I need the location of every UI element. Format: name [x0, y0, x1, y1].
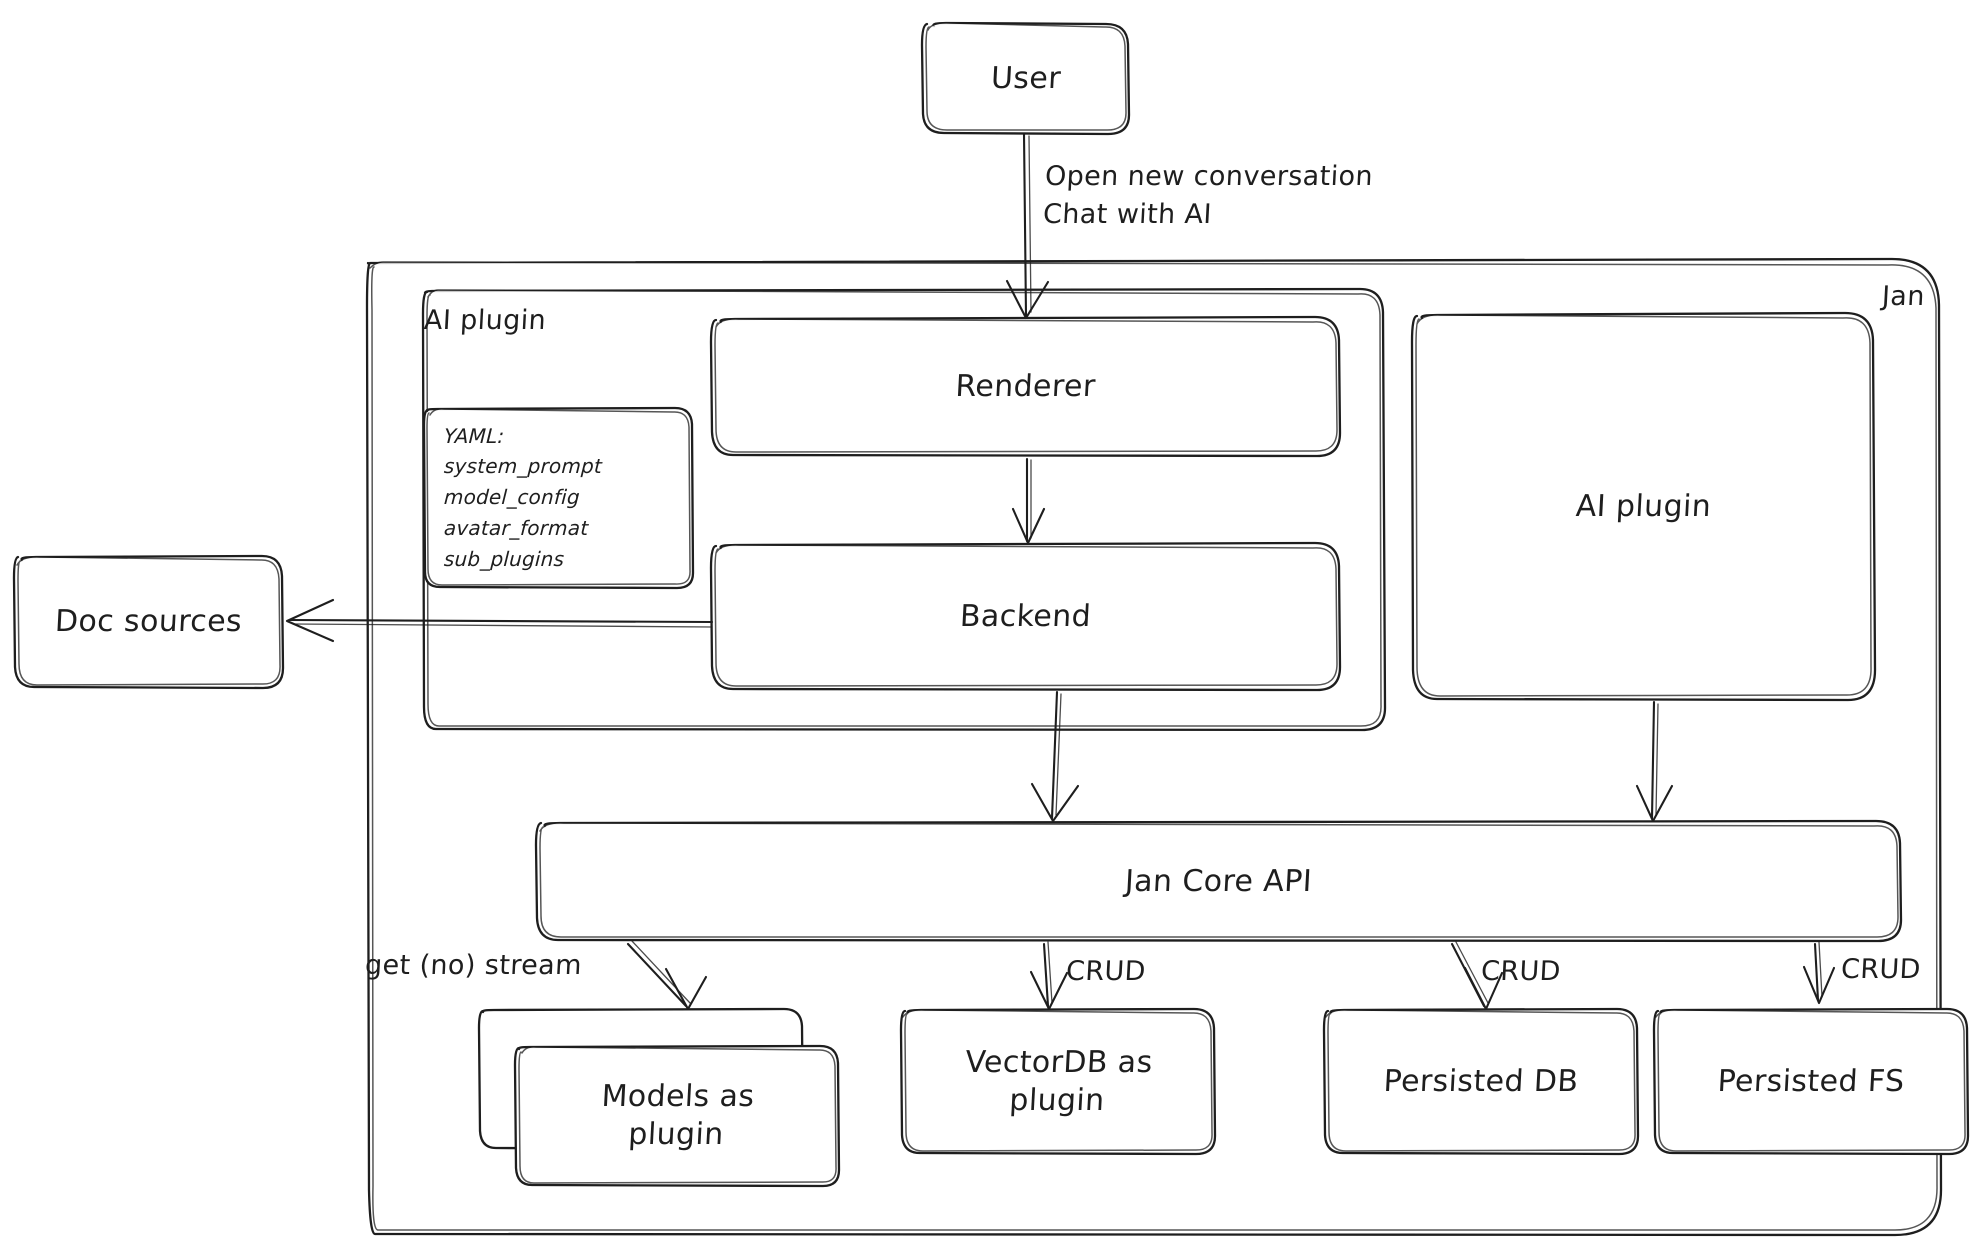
edge-core-to-persisted-db: [1450, 941, 1504, 1011]
persisted-fs-box[interactable]: [1652, 1007, 1970, 1156]
persisted-db-box[interactable]: [1322, 1007, 1640, 1156]
edge-label-crud-vectordb: CRUD: [1065, 956, 1147, 987]
edge-label-crud-persisted-fs: CRUD: [1840, 954, 1922, 985]
edge-label-get-no-stream: get (no) stream: [364, 950, 583, 981]
persisted-fs-label: Persisted FS: [1716, 1063, 1906, 1099]
ai-plugin-group-label: AI plugin: [423, 305, 547, 336]
user-box[interactable]: [920, 21, 1131, 136]
backend-box[interactable]: [709, 541, 1342, 692]
edge-label-crud-persisted-db: CRUD: [1480, 956, 1562, 987]
models-as-plugin-label: Models as plugin: [600, 1079, 756, 1152]
renderer-box-label: Renderer: [954, 369, 1097, 404]
edge-backend-to-doc-sources: [285, 598, 714, 643]
jan-core-api-box[interactable]: [534, 819, 1903, 943]
yaml-key-avatar-format: avatar_format: [443, 516, 589, 540]
yaml-box: [422, 406, 695, 590]
ai-plugin-right-label: AI plugin: [1574, 489, 1713, 524]
edge-user-to-renderer: [1005, 132, 1050, 320]
edge-core-to-models: [626, 940, 708, 1011]
edge-core-to-vectordb: [1029, 941, 1069, 1011]
persisted-db-label: Persisted DB: [1382, 1063, 1580, 1099]
ai-plugin-right-box[interactable]: [1410, 311, 1877, 702]
doc-sources-box[interactable]: [12, 554, 285, 690]
outer-jan-label: Jan: [1881, 281, 1926, 312]
yaml-key-sub-plugins: sub_plugins: [443, 547, 565, 571]
yaml-key-model-config: model_config: [443, 485, 581, 509]
edge-label-user-to-renderer: Open new conversation Chat with AI: [1042, 161, 1374, 230]
yaml-header: YAML:: [443, 424, 506, 448]
vectordb-as-plugin-label: VectorDB as plugin: [964, 1044, 1154, 1118]
backend-box-label: Backend: [959, 599, 1092, 634]
edge-renderer-to-backend: [1011, 457, 1046, 545]
vectordb-as-plugin-box[interactable]: [899, 1007, 1217, 1156]
doc-sources-label: Doc sources: [54, 604, 244, 639]
renderer-box[interactable]: [709, 315, 1342, 458]
jan-core-api-label: Jan Core API: [1124, 863, 1313, 899]
models-as-plugin-box[interactable]: [477, 1007, 841, 1188]
yaml-key-system-prompt: system_prompt: [443, 454, 603, 478]
edge-core-to-persisted-fs: [1802, 941, 1836, 1005]
edge-backend-to-core: [1030, 690, 1080, 823]
user-box-label: User: [990, 61, 1062, 96]
edge-ai-plugin-to-core: [1635, 700, 1674, 823]
